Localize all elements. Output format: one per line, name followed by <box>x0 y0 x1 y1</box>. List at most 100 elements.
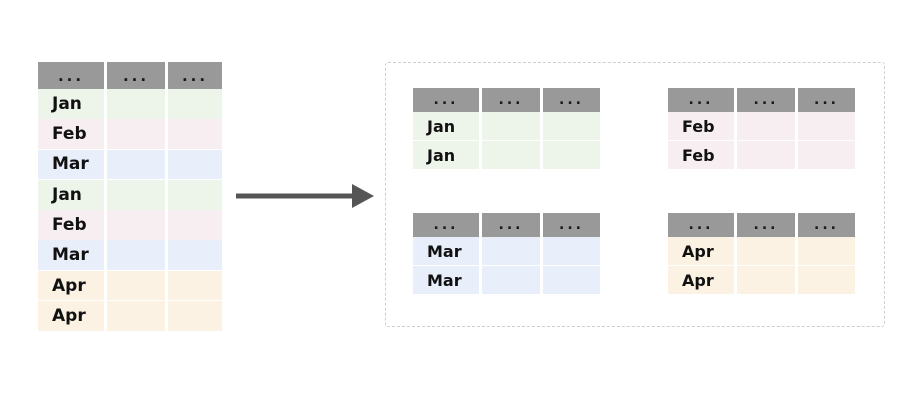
column-header-label: ... <box>814 217 839 233</box>
column-header-1: ... <box>737 213 795 237</box>
row-data-cell <box>168 240 222 271</box>
row-label-cell: Feb <box>668 141 734 169</box>
row-label-cell: Jan <box>38 89 104 119</box>
row-label-cell: Jan <box>38 179 104 210</box>
row-data-cell <box>107 179 165 210</box>
column-header-0: ... <box>413 88 479 112</box>
column-header-1: ... <box>107 62 165 89</box>
column-header-label: ... <box>57 67 85 85</box>
row-data-cell <box>168 119 222 149</box>
subtable-header-row: ......... <box>413 213 600 237</box>
row-data-cell <box>482 141 540 169</box>
table-row: Mar <box>413 266 600 294</box>
row-label-cell: Apr <box>38 270 104 301</box>
table-row: Feb <box>668 112 855 140</box>
column-header-label: ... <box>181 67 209 85</box>
row-data-cell <box>737 237 795 265</box>
column-header-2: ... <box>168 62 222 89</box>
row-label-cell: Mar <box>413 237 479 265</box>
row-data-cell <box>168 300 222 331</box>
row-data-cell <box>168 270 222 301</box>
row-data-cell <box>107 149 165 180</box>
column-header-label: ... <box>433 92 459 108</box>
column-header-label: ... <box>753 217 779 233</box>
subtable-header-row: ......... <box>668 88 855 112</box>
row-label-cell: Mar <box>38 240 104 271</box>
row-data-cell <box>737 266 795 294</box>
row-label-cell: Apr <box>38 300 104 331</box>
table-row: Apr <box>38 300 222 331</box>
column-header-0: ... <box>668 213 734 237</box>
table-row: Jan <box>38 179 222 210</box>
column-header-label: ... <box>559 92 584 108</box>
column-header-0: ... <box>668 88 734 112</box>
table-row: Jan <box>413 112 600 140</box>
row-label-cell: Apr <box>668 266 734 294</box>
row-data-cell <box>482 266 540 294</box>
column-header-label: ... <box>688 92 714 108</box>
table-row: Feb <box>38 210 222 240</box>
row-data-cell <box>107 89 165 119</box>
right-arrow-icon <box>236 184 374 208</box>
column-header-label: ... <box>498 217 524 233</box>
row-data-cell <box>737 141 795 169</box>
subtable-header-row: ......... <box>413 88 600 112</box>
grouped-tables-container <box>385 62 885 327</box>
row-data-cell <box>168 89 222 119</box>
table-row: Mar <box>38 149 222 180</box>
column-header-0: ... <box>38 62 104 89</box>
column-header-label: ... <box>433 217 459 233</box>
row-data-cell <box>482 112 540 140</box>
column-header-1: ... <box>737 88 795 112</box>
row-data-cell <box>107 240 165 271</box>
column-header-label: ... <box>559 217 584 233</box>
row-data-cell <box>482 237 540 265</box>
row-data-cell <box>798 237 855 265</box>
column-header-label: ... <box>122 67 150 85</box>
column-header-1: ... <box>482 88 540 112</box>
row-data-cell <box>798 266 855 294</box>
row-label-cell: Mar <box>413 266 479 294</box>
row-label-cell: Feb <box>668 112 734 140</box>
column-header-2: ... <box>798 88 855 112</box>
column-header-2: ... <box>798 213 855 237</box>
row-label-cell: Feb <box>38 210 104 240</box>
column-header-1: ... <box>482 213 540 237</box>
row-label-cell: Mar <box>38 149 104 180</box>
row-data-cell <box>543 141 600 169</box>
column-header-label: ... <box>498 92 524 108</box>
table-row: Feb <box>38 119 222 149</box>
row-data-cell <box>798 141 855 169</box>
row-data-cell <box>107 300 165 331</box>
column-header-2: ... <box>543 213 600 237</box>
subtable-header-row: ......... <box>668 213 855 237</box>
table-row: Apr <box>38 270 222 301</box>
column-header-label: ... <box>753 92 779 108</box>
column-header-label: ... <box>814 92 839 108</box>
table-row: Apr <box>668 266 855 294</box>
table-row: Apr <box>668 237 855 265</box>
table-row: Mar <box>38 240 222 271</box>
row-data-cell <box>543 266 600 294</box>
row-data-cell <box>543 112 600 140</box>
row-data-cell <box>168 210 222 240</box>
row-data-cell <box>798 112 855 140</box>
column-header-label: ... <box>688 217 714 233</box>
row-data-cell <box>107 210 165 240</box>
row-label-cell: Jan <box>413 112 479 140</box>
row-data-cell <box>107 119 165 149</box>
table-row: Feb <box>668 141 855 169</box>
row-label-cell: Jan <box>413 141 479 169</box>
row-data-cell <box>543 237 600 265</box>
row-data-cell <box>107 270 165 301</box>
row-label-cell: Apr <box>668 237 734 265</box>
row-data-cell <box>168 179 222 210</box>
table-row: Jan <box>413 141 600 169</box>
table-row: Mar <box>413 237 600 265</box>
